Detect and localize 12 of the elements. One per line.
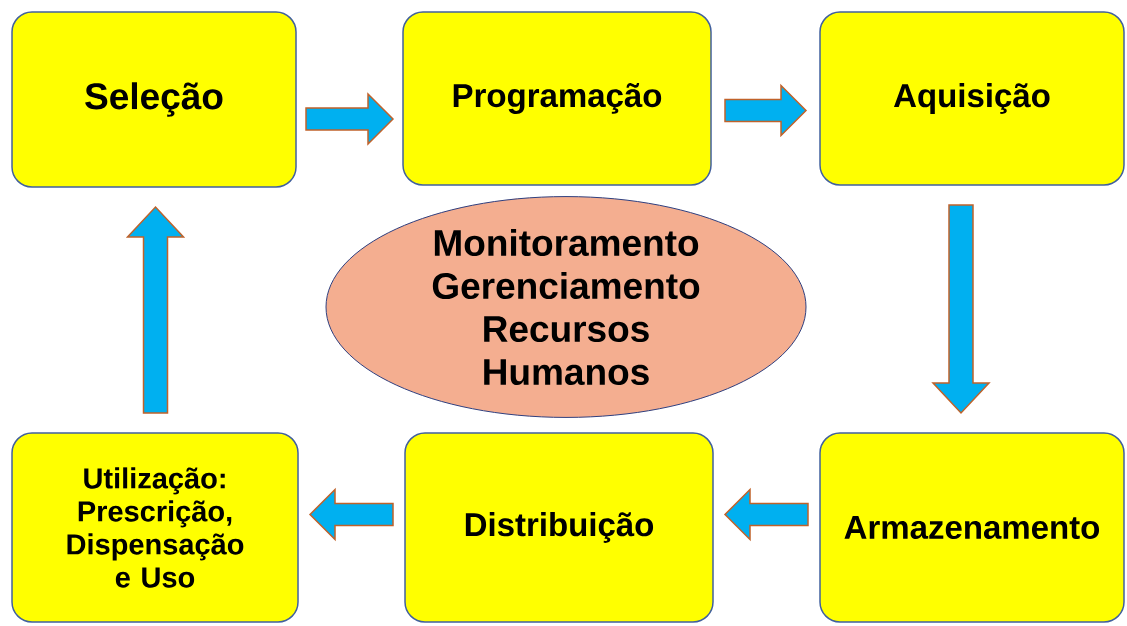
block-arrow (724, 83, 808, 138)
process-box: Distribuição (404, 432, 714, 623)
process-box: Utilização: Prescrição, Dispensação e Uso (11, 432, 299, 623)
process-box: Aquisição (819, 11, 1125, 186)
block-arrow (125, 205, 186, 414)
process-box: Programação (402, 11, 712, 186)
block-arrow (305, 92, 395, 146)
block-arrow (931, 204, 991, 415)
process-box: Armazenamento (819, 432, 1125, 623)
block-arrow (308, 487, 394, 542)
process-box: Seleção (11, 11, 297, 188)
block-arrow (723, 487, 809, 542)
